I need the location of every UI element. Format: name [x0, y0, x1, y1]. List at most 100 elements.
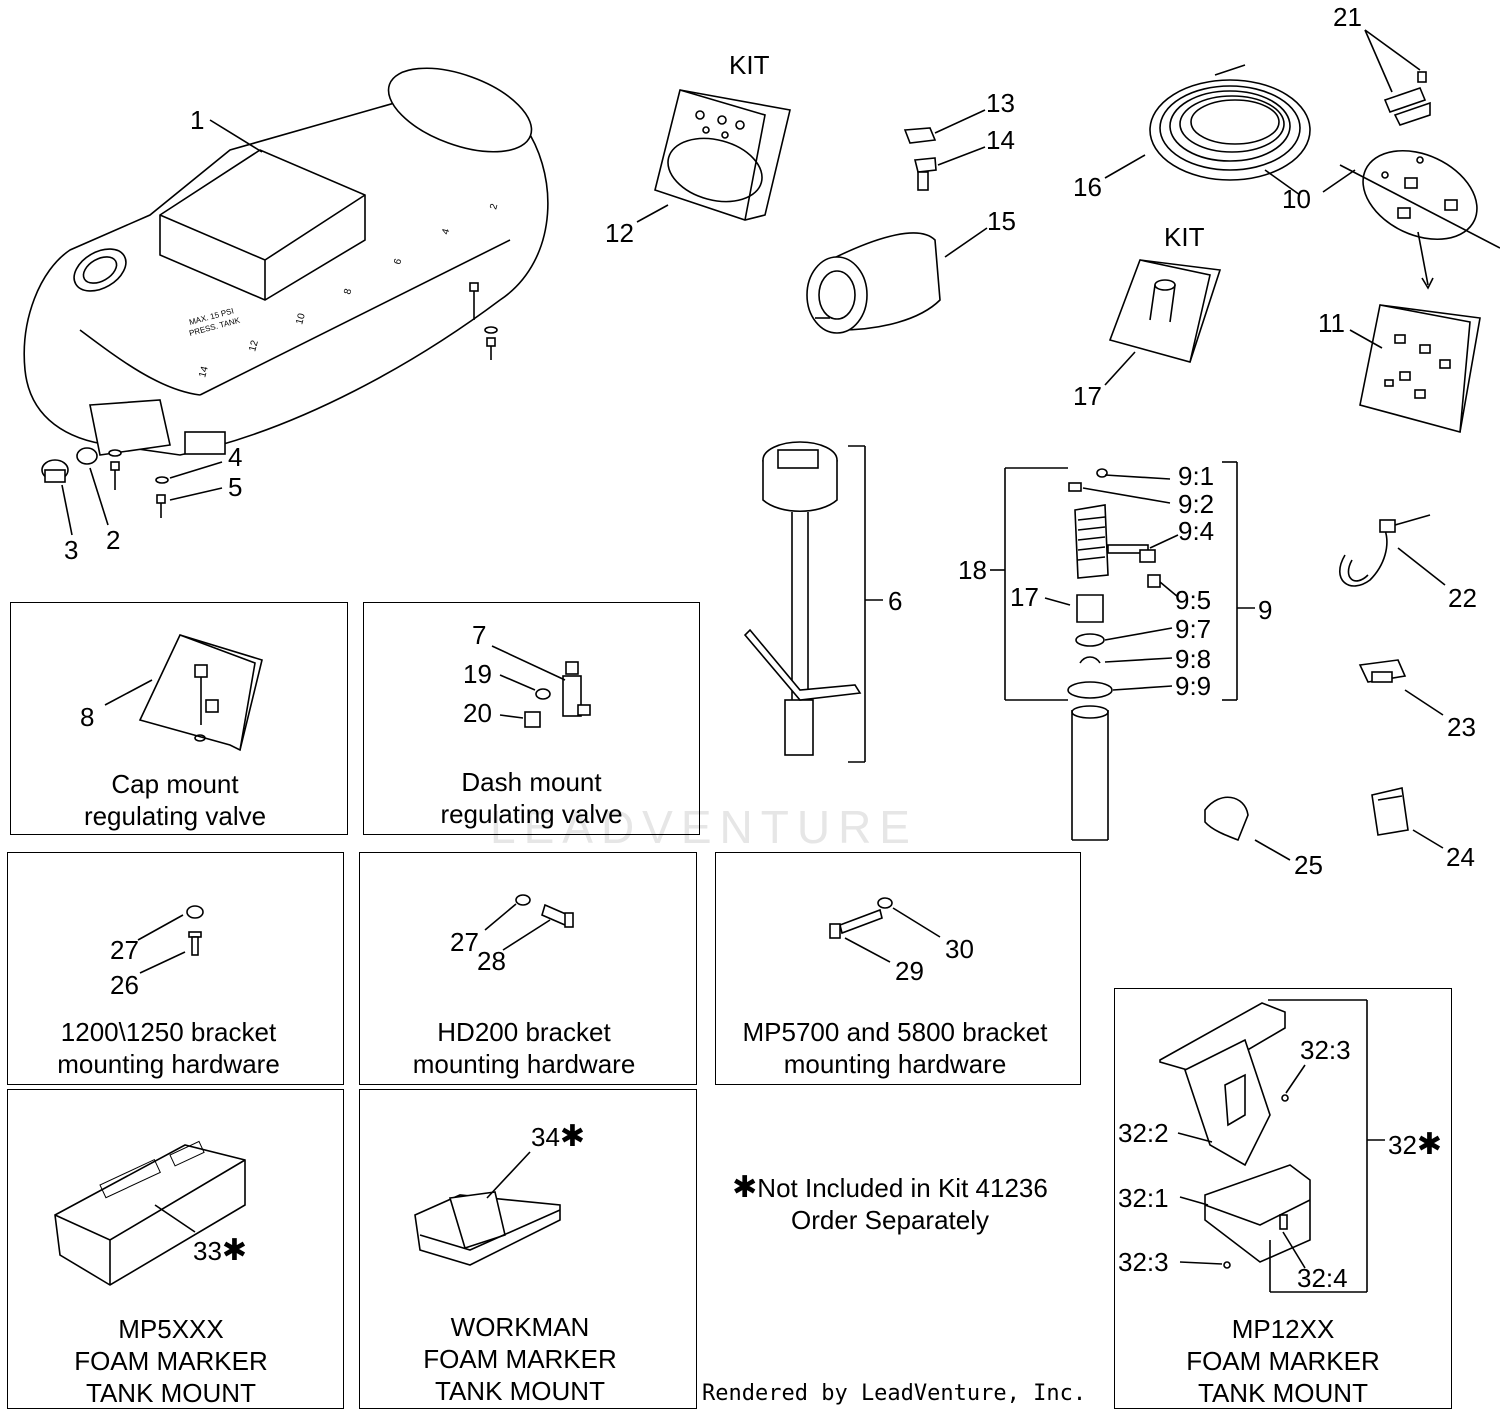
clamps-21: [1383, 71, 1431, 126]
kit-label-12: KIT: [729, 50, 770, 80]
callout-32-3b: 32:3: [1118, 1247, 1169, 1277]
tank-mark-6: 6: [392, 257, 404, 266]
callout-27a: 27: [110, 935, 139, 965]
callout-25: 25: [1294, 850, 1323, 880]
callout-8: 8: [80, 702, 95, 732]
callout-9-5: 9:5: [1175, 585, 1212, 615]
callout-9-4: 9:4: [1178, 516, 1215, 546]
box-workman: [359, 1089, 697, 1409]
callout-29: 29: [895, 956, 924, 986]
callout-3: 3: [64, 535, 79, 565]
tank-mark-2: 2: [488, 202, 500, 211]
callout-32-3a: 32:3: [1300, 1035, 1351, 1065]
callout-14: 14: [986, 125, 1015, 155]
callout-34: 34✱: [531, 1120, 586, 1153]
kit-bag-17: [1108, 259, 1222, 363]
callout-28: 28: [477, 946, 506, 976]
callout-19: 19: [463, 659, 492, 689]
callout-23: 23: [1447, 712, 1476, 742]
box-cap-mount: [10, 602, 348, 835]
callout-21: 21: [1333, 2, 1362, 32]
kit-label-17: KIT: [1164, 222, 1205, 252]
callout-33: 33✱: [193, 1234, 248, 1267]
callout-7: 7: [472, 620, 487, 650]
callout-15: 15: [987, 206, 1016, 236]
credit-text: Rendered by LeadVenture, Inc.: [702, 1381, 1087, 1406]
callout-9-2: 9:2: [1178, 489, 1215, 519]
level-sender-6: [743, 441, 862, 756]
cap-mount-valve-8: [138, 634, 263, 752]
drain-plug: [41, 447, 98, 483]
box-mp5xxx: [7, 1089, 344, 1409]
tank-illustration: MAX. 15 PSI PRESS. TANK 14 12 10 8 6 4 2: [23, 67, 549, 456]
hose-coil-16: [1149, 64, 1311, 196]
callout-17-filter: 17: [1010, 582, 1039, 612]
box-mp12xx: [1114, 988, 1452, 1409]
callout-9-9: 9:9: [1175, 671, 1212, 701]
mount-bracket-33: [54, 1140, 246, 1286]
callout-9-7: 9:7: [1175, 614, 1212, 644]
tank-mark-14: 14: [197, 365, 211, 379]
wire-harness-10: [1339, 149, 1500, 290]
callout-18: 18: [958, 555, 987, 585]
filter-assembly-9: [1067, 468, 1161, 841]
tank-mark-12: 12: [247, 339, 261, 353]
callout-27b: 27: [450, 927, 479, 957]
note-not-included: ✱Not Included in Kit 41236 Order Separat…: [732, 1171, 1048, 1236]
callout-1: 1: [190, 105, 205, 135]
tank-mark-4: 4: [440, 227, 452, 236]
tank-mark-8: 8: [342, 287, 354, 296]
callout-24: 24: [1446, 842, 1475, 872]
hardware-hd200: [515, 894, 574, 928]
dash-mount-valve: [524, 661, 591, 728]
kit-bag-12: [654, 89, 791, 221]
kit-bag-11: [1359, 304, 1481, 434]
cover-25: [1204, 796, 1249, 842]
box-bracket-1200: [7, 852, 344, 1085]
box-dash-mount: [363, 602, 700, 835]
callout-16: 16: [1073, 172, 1102, 202]
callout-30: 30: [945, 934, 974, 964]
callout-2: 2: [106, 525, 121, 555]
box-bracket-hd200: [359, 852, 697, 1085]
callout-32-2: 32:2: [1118, 1118, 1169, 1148]
switch-24: [1371, 787, 1409, 836]
callout-10: 10: [1282, 184, 1311, 214]
mount-bracket-32: [1159, 1002, 1311, 1269]
hardware-mp5700: [829, 897, 893, 939]
callout-11: 11: [1318, 308, 1345, 338]
callout-6: 6: [888, 586, 903, 616]
callout-17-kit: 17: [1073, 381, 1102, 411]
brush-clip-13-14: [903, 127, 937, 191]
callout-32-1: 32:1: [1118, 1183, 1169, 1213]
callout-9-1: 9:1: [1178, 461, 1215, 491]
motor-15: [806, 232, 941, 334]
callout-32-4: 32:4: [1297, 1263, 1348, 1293]
callout-4: 4: [228, 442, 243, 472]
callout-32: 32✱: [1388, 1128, 1443, 1161]
tank-mark-10: 10: [294, 312, 308, 326]
callout-13: 13: [986, 88, 1015, 118]
tank-bolts: [108, 282, 498, 518]
callout-12: 12: [605, 218, 634, 248]
callout-9-8: 9:8: [1175, 644, 1212, 674]
callout-9: 9: [1258, 595, 1273, 625]
fuse-23: [1358, 659, 1407, 683]
cable-tie-22: [1339, 514, 1431, 587]
callout-22: 22: [1448, 583, 1477, 613]
callout-26: 26: [110, 970, 139, 1000]
callout-5: 5: [228, 472, 243, 502]
mount-bracket-34: [414, 1191, 561, 1266]
callout-20: 20: [463, 698, 492, 728]
box-bracket-mp5700: [715, 852, 1081, 1085]
